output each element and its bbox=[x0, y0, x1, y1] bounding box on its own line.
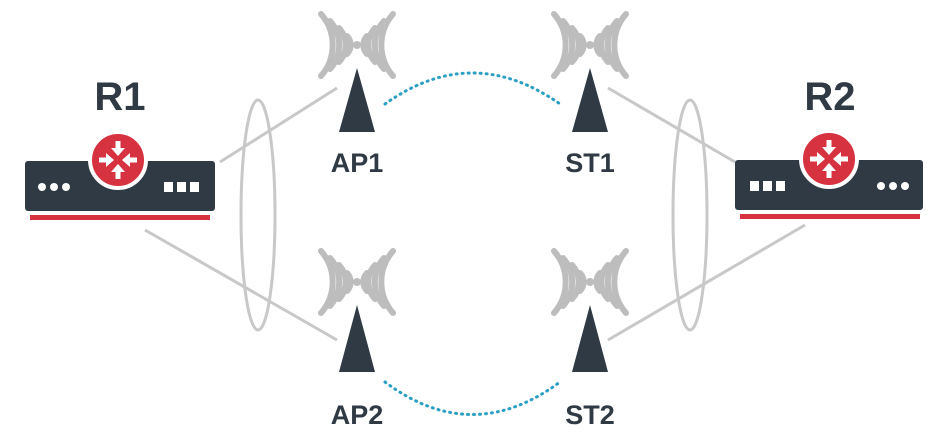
router-r2: R2 bbox=[735, 75, 923, 219]
router-r2-base-line bbox=[740, 214, 920, 219]
ap1-antenna-icon bbox=[339, 68, 375, 132]
st2-label: ST2 bbox=[565, 400, 615, 430]
router-r1-label: R1 bbox=[94, 75, 145, 119]
radio-ap2: AP2 bbox=[321, 251, 393, 430]
link-st1-r2 bbox=[607, 86, 736, 164]
ap1-signal-dot bbox=[353, 41, 361, 49]
router-r1: R1 bbox=[25, 75, 215, 220]
wireless-link-ap1-st1 bbox=[383, 71, 562, 106]
router-r1-badge-icon bbox=[88, 130, 148, 190]
wireless-links bbox=[383, 71, 562, 416]
router-r1-left-leds bbox=[38, 183, 70, 191]
link-r1-ap2 bbox=[144, 228, 338, 342]
st2-antenna-icon bbox=[572, 305, 608, 372]
st2-signal-dot bbox=[586, 278, 594, 286]
router-r2-right-leds bbox=[877, 182, 909, 190]
link-st2-r2 bbox=[607, 223, 806, 342]
radio-st1: ST1 bbox=[554, 14, 626, 178]
router-r2-left-ports bbox=[750, 181, 785, 191]
wireless-link-ap2-st2 bbox=[383, 380, 562, 416]
router-r1-base-line bbox=[30, 215, 210, 220]
ap1-label: AP1 bbox=[331, 148, 384, 178]
st1-antenna-icon bbox=[572, 68, 608, 132]
right-link-group-ellipse bbox=[671, 98, 709, 332]
link-group-ellipses bbox=[239, 98, 709, 332]
router-r2-badge-icon bbox=[799, 129, 859, 189]
ap2-signal-dot bbox=[353, 278, 361, 286]
radio-ap1: AP1 bbox=[321, 14, 393, 178]
wired-links bbox=[144, 86, 806, 342]
ap2-antenna-icon bbox=[339, 305, 375, 372]
router-r1-right-ports bbox=[164, 182, 199, 192]
link-r1-ap1 bbox=[219, 86, 338, 164]
ap2-label: AP2 bbox=[331, 400, 384, 430]
left-link-group-ellipse bbox=[239, 98, 277, 332]
st1-signal-dot bbox=[586, 41, 594, 49]
radio-st2: ST2 bbox=[554, 251, 626, 430]
router-r2-label: R2 bbox=[804, 75, 855, 119]
st1-label: ST1 bbox=[565, 148, 615, 178]
